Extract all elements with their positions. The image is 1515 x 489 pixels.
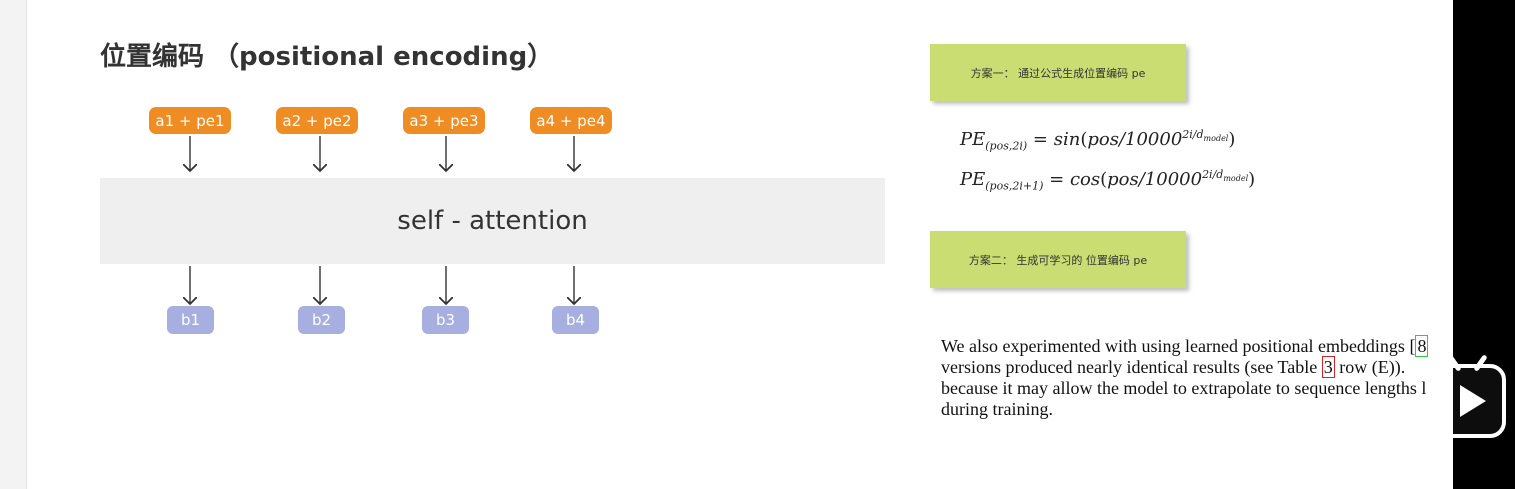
- slide-title: 位置编码 （positional encoding）: [100, 42, 554, 72]
- formula-cos-lhs: PE: [960, 169, 986, 190]
- formula-sin-arg: pos/10000: [1087, 129, 1183, 150]
- formula-sin-fn: sin: [1053, 129, 1081, 150]
- scheme-card-2: 方案二： 生成可学习的 位置编码 pe: [930, 231, 1186, 288]
- left-scroll-edge: [0, 0, 27, 489]
- paper-line-1-text: We also experimented with using learned …: [941, 336, 1416, 356]
- play-button[interactable]: [1426, 354, 1506, 438]
- paper-line-2-text: versions produced nearly identical resul…: [941, 357, 1322, 377]
- output-box-b2: b2: [298, 306, 345, 334]
- formula-cos-fn: cos: [1069, 169, 1101, 190]
- paper-line-2-tail: row (E)).: [1334, 357, 1406, 377]
- formula-cos: PE(pos,2i+1) = cos(pos/100002i/dmodel): [960, 168, 1256, 193]
- scheme-2-text: 方案二： 生成可学习的 位置编码 pe: [968, 253, 1148, 267]
- input-box-a1: a1 + pe1: [149, 107, 231, 134]
- play-icon: [1460, 385, 1486, 417]
- paper-line-2: versions produced nearly identical resul…: [941, 356, 1406, 378]
- formula-sin-exp-sub: model: [1203, 134, 1229, 144]
- formula-cos-lhs-sub: (pos,2i+1): [985, 179, 1044, 193]
- paper-line-1: We also experimented with using learned …: [941, 335, 1429, 357]
- table-ref-3[interactable]: 3: [1321, 356, 1335, 378]
- output-box-b3: b3: [422, 306, 469, 334]
- paper-line-4: during training.: [941, 399, 1053, 419]
- formula-cos-exp: 2i/d: [1202, 168, 1224, 181]
- self-attention-block: self - attention: [100, 178, 885, 264]
- formula-sin-lhs: PE: [960, 129, 986, 150]
- formula-sin-exp: 2i/d: [1182, 128, 1204, 141]
- paper-line-3: because it may allow the model to extrap…: [941, 378, 1427, 398]
- formula-cos-arg: pos/10000: [1107, 169, 1203, 190]
- formula-sin-lhs-sub: (pos,2i): [985, 139, 1028, 153]
- self-attention-label: self - attention: [397, 206, 588, 236]
- output-box-b4: b4: [552, 306, 599, 334]
- scheme-1-text: 方案一： 通过公式生成位置编码 pe: [970, 66, 1146, 80]
- input-box-a2: a2 + pe2: [276, 107, 358, 134]
- formula-sin: PE(pos,2i) = sin(pos/100002i/dmodel): [960, 128, 1236, 153]
- scheme-card-1: 方案一： 通过公式生成位置编码 pe: [930, 44, 1186, 101]
- input-box-a4: a4 + pe4: [530, 107, 612, 134]
- arrows-diagram: [0, 136, 900, 340]
- output-box-b1: b1: [167, 306, 214, 334]
- citation-ref-8[interactable]: 8: [1415, 335, 1429, 357]
- input-box-a3: a3 + pe3: [403, 107, 485, 134]
- formula-cos-exp-sub: model: [1223, 174, 1249, 184]
